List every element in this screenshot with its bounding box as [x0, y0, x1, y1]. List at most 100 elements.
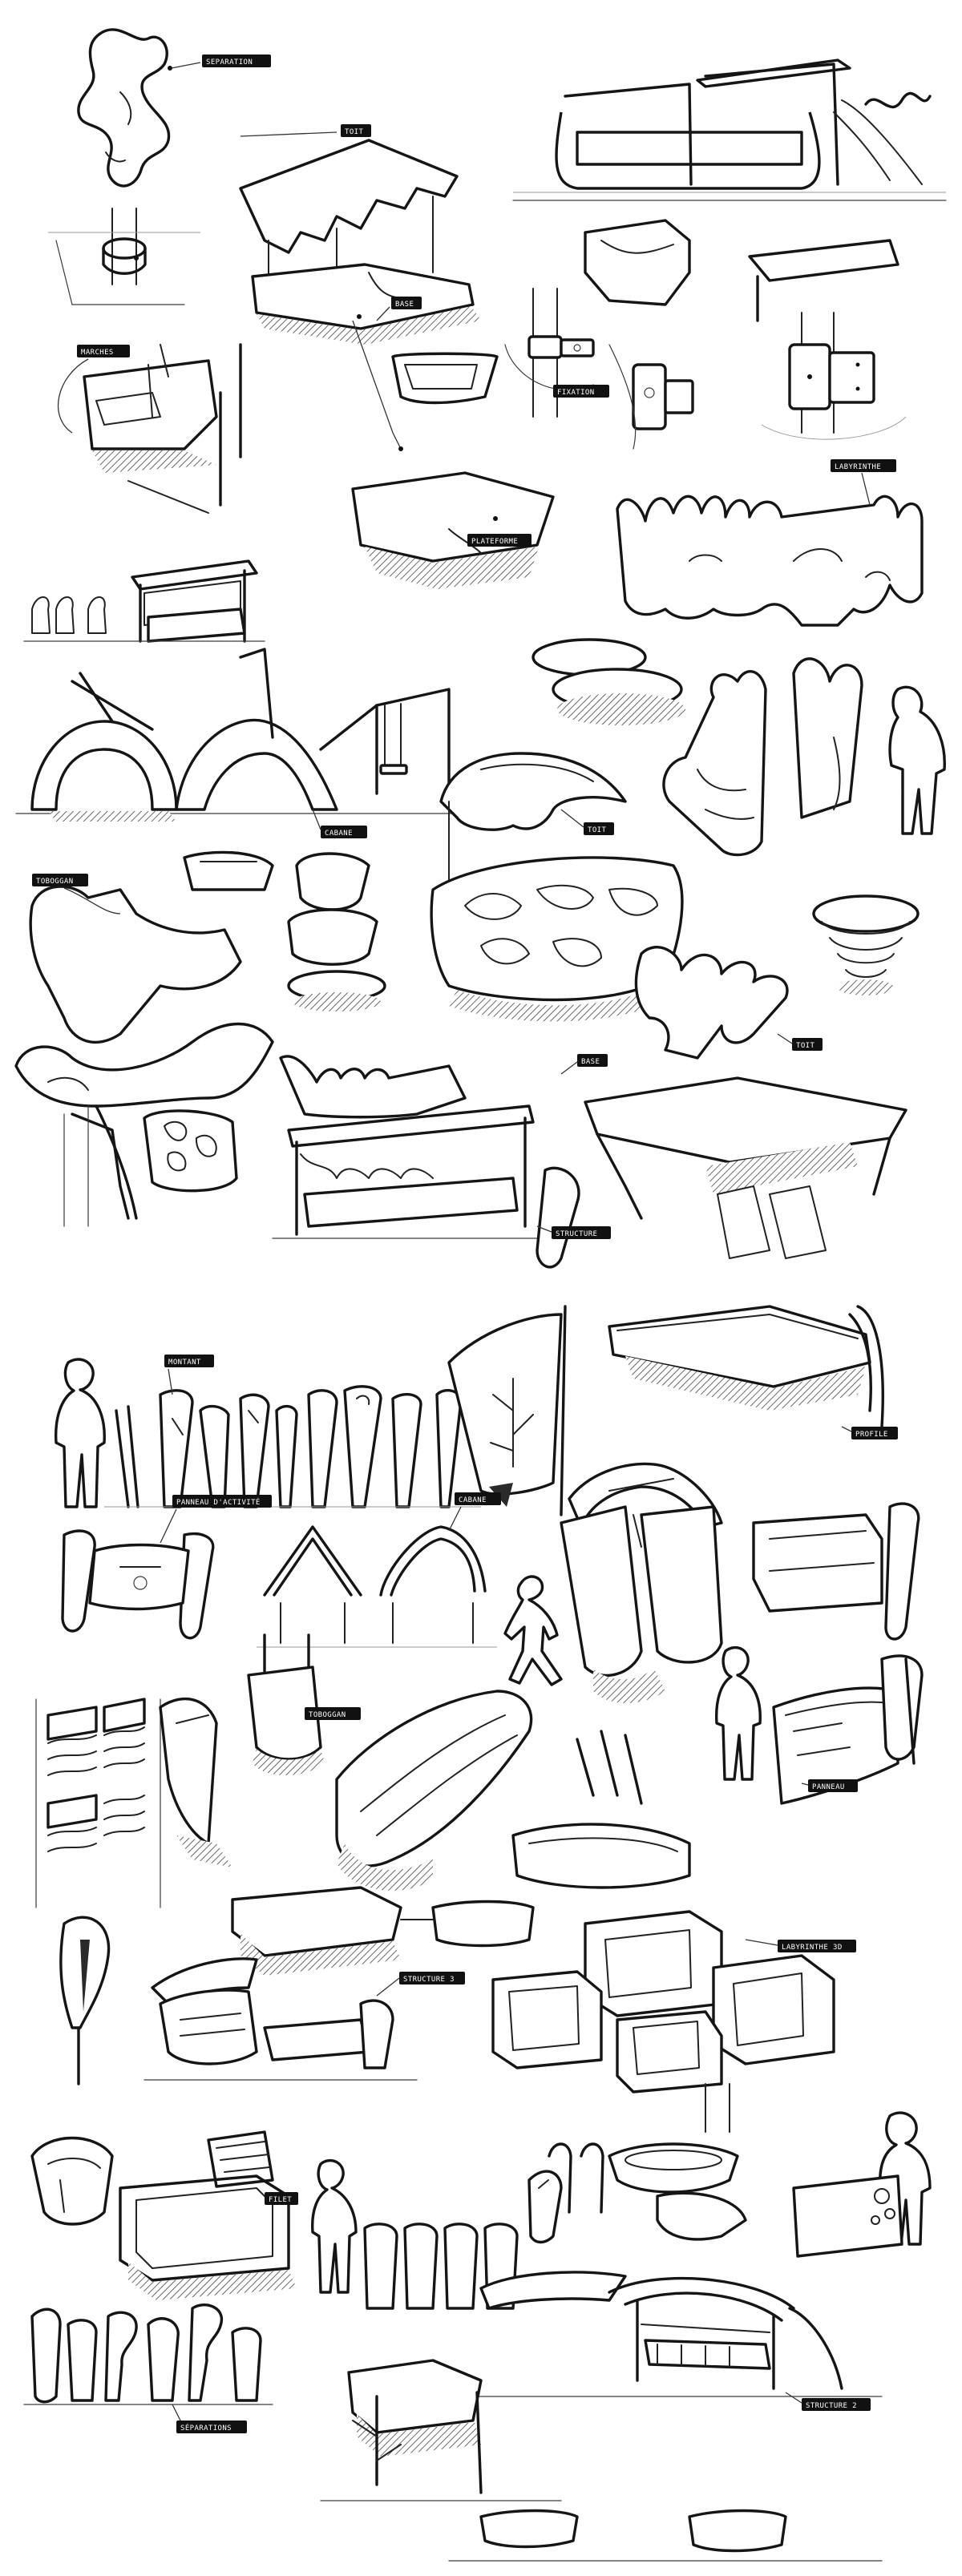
leaf-post-sketch	[61, 1917, 109, 2084]
curved-slide-sketch	[337, 1691, 532, 1891]
svg-text:TOIT: TOIT	[796, 1042, 814, 1050]
wall-mount-sketch	[762, 313, 906, 439]
label-structure-1: STRUCTURE	[552, 1226, 611, 1239]
label-panneau-activite: PANNEAU D'ACTIVITÉ	[172, 1495, 272, 1508]
wing-bench-sketch	[754, 1504, 919, 1639]
svg-text:SEPARATION: SEPARATION	[206, 59, 253, 67]
svg-text:PANNEAU D'ACTIVITÉ: PANNEAU D'ACTIVITÉ	[176, 1497, 261, 1507]
svg-text:PANNEAU: PANNEAU	[812, 1783, 845, 1791]
svg-text:STRUCTURE 2: STRUCTURE 2	[806, 2402, 857, 2410]
profile-bench-sketch	[609, 1306, 883, 1427]
panneau-activite-sketch	[63, 1531, 213, 1638]
label-cabane-2: CABANE	[455, 1492, 501, 1505]
svg-text:SÉPARATIONS: SÉPARATIONS	[180, 2423, 232, 2433]
label-toboggan-2: TOBOGGAN	[305, 1707, 361, 1720]
label-structure-2: STRUCTURE 2	[802, 2398, 871, 2411]
plateforme-sketch	[353, 473, 553, 589]
roof-bench-unit-sketch	[240, 140, 481, 345]
label-fixation: FIXATION	[553, 385, 609, 398]
svg-text:FILET: FILET	[269, 2196, 292, 2204]
label-toit-2: TOIT	[584, 822, 614, 835]
svg-text:TOBOGGAN: TOBOGGAN	[36, 878, 74, 886]
toboggan-tower-sketch	[664, 659, 862, 855]
label-base-1: BASE	[391, 297, 422, 309]
label-montant: MONTANT	[164, 1355, 214, 1367]
label-labyrinthe-3d: LABYRINTHE 3D	[778, 1940, 856, 1952]
bottom-benches-sketch	[449, 2511, 882, 2562]
svg-text:PLATEFORME: PLATEFORME	[471, 538, 518, 546]
a-frame-cabane-sketch	[257, 1527, 497, 1647]
coil-seat-sketch	[289, 854, 385, 1011]
base-table-sketch	[585, 1078, 906, 1218]
child-silhouette-2	[56, 1359, 105, 1507]
tunnel-slide-sketch	[513, 1731, 689, 1888]
label-toit-1: TOIT	[341, 124, 371, 137]
svg-text:LABYRINTHE 3D: LABYRINTHE 3D	[782, 1944, 843, 1952]
cross-panel-sketch	[636, 947, 787, 1058]
label-cabane-1: CABANE	[321, 826, 367, 838]
labyrinthe-panel-sketch	[617, 496, 922, 625]
toboggan-figure-sketch	[16, 852, 273, 1106]
panel-row-sketch	[365, 2171, 561, 2308]
label-panneau: PANNEAU	[808, 1779, 858, 1792]
svg-text:MARCHES: MARCHES	[81, 349, 114, 357]
label-marches: MARCHES	[77, 345, 130, 357]
bolt-detail-sketch	[609, 345, 693, 449]
wavy-bench-sketch	[273, 1056, 561, 1238]
svg-text:BASE: BASE	[395, 301, 414, 309]
svg-text:TOIT: TOIT	[588, 826, 606, 834]
separations-panels-sketch	[24, 2305, 273, 2404]
pipe-clamp-sketch	[48, 208, 200, 305]
structure-1-bench-sketch	[144, 1959, 417, 2080]
svg-text:BASE: BASE	[581, 1058, 600, 1066]
label-toboggan-1-real: TOBOGGAN	[32, 874, 88, 886]
bowl-sketch	[609, 2144, 746, 2239]
svg-text:LABYRINTHE: LABYRINTHE	[835, 463, 881, 471]
svg-text:PROFILE: PROFILE	[855, 1431, 888, 1439]
marches-steps-sketch	[84, 345, 240, 513]
label-labyrinthe-1: LABYRINTHE	[831, 459, 896, 472]
label-filet: FILET	[265, 2192, 298, 2205]
label-separations: SÉPARATIONS	[176, 2421, 247, 2433]
child-silhouette-4	[313, 2161, 356, 2292]
climbing-box-sketch	[120, 2132, 297, 2300]
svg-text:FIXATION: FIXATION	[557, 389, 595, 397]
label-profile: PROFILE	[851, 1427, 898, 1439]
svg-text:MONTANT: MONTANT	[168, 1359, 201, 1367]
holes-panel-sketch	[64, 1106, 236, 1226]
spiral-tower-sketch	[814, 896, 918, 995]
hammock-frame-sketch	[449, 2272, 882, 2396]
porthole-box-sketch	[794, 2176, 902, 2256]
swing-seat-group-sketch	[537, 1168, 826, 1267]
playground-frame-sketch	[513, 60, 946, 200]
fixation-clamp-sketch	[505, 289, 593, 417]
flat-platform-sketch	[232, 1888, 533, 1976]
arch-swing-sketch	[16, 649, 481, 822]
child-silhouette-1	[890, 687, 944, 834]
fork-posts-sketch	[549, 2144, 603, 2212]
spiral-slide-sketch	[533, 640, 685, 725]
svg-text:TOBOGGAN: TOBOGGAN	[309, 1711, 346, 1719]
label-toit-3: TOIT	[792, 1038, 823, 1051]
separation-panel-sketch	[79, 30, 172, 186]
svg-text:STRUCTURE: STRUCTURE	[556, 1230, 597, 1238]
montant-posts-sketch	[104, 1387, 481, 1507]
tree-sofa-sketch	[321, 2360, 561, 2501]
panneau-panel-sketch	[774, 1656, 922, 1803]
hooded-seat-sketch	[32, 2138, 112, 2225]
label-plateforme: PLATEFORME	[467, 534, 532, 547]
child-running-silhouette	[505, 1577, 561, 1685]
svg-text:CABANE: CABANE	[325, 830, 353, 838]
tree-post-sketch	[449, 1306, 565, 1515]
svg-text:CABANE: CABANE	[459, 1496, 487, 1504]
label-base-2: BASE	[577, 1054, 608, 1067]
fin-slide-sketch	[160, 1635, 325, 1867]
net-hut-sketch	[431, 858, 682, 1022]
label-structure-3: STRUCTURE 3	[399, 1972, 465, 1984]
stacked-shelves-sketch	[36, 1699, 160, 1908]
swing-bench-small-sketch	[24, 561, 265, 641]
label-separation: SEPARATION	[202, 55, 271, 67]
bench-seat-detail-sketch	[393, 353, 497, 402]
child-silhouette-3	[717, 1648, 761, 1779]
svg-text:STRUCTURE 3: STRUCTURE 3	[403, 1976, 455, 1984]
